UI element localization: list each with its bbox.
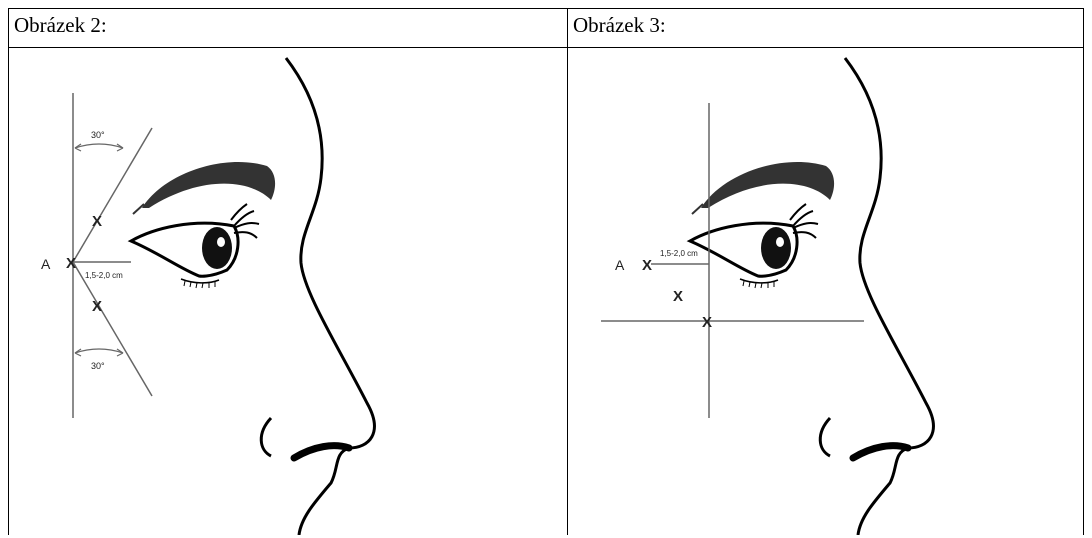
face-profile — [284, 57, 376, 535]
figure-table: Obrázek 2: Obrázek 3: — [8, 8, 1084, 535]
figure-2-cell: X X X A 1,5-2,0 cm 30° 30° — [8, 47, 568, 535]
marker-x-lower: X — [92, 298, 102, 315]
eyebrow — [142, 162, 276, 208]
marker-x-a: X — [66, 255, 76, 272]
marker-x-middle: X — [673, 288, 683, 305]
distance-label: 1,5-2,0 cm — [660, 249, 698, 258]
figure-3-illustration: X X X A 1,5-2,0 cm — [601, 57, 935, 535]
eye — [127, 203, 260, 289]
eyebrow — [701, 162, 835, 208]
face-profile — [843, 57, 935, 535]
marker-x-upper: X — [92, 213, 102, 230]
point-a-label: A — [615, 257, 625, 273]
lower-angle-arc — [74, 348, 124, 354]
nostril — [818, 416, 832, 458]
marker-x-intersection: X — [702, 314, 712, 331]
marker-x-a: X — [642, 257, 652, 274]
upper-angle-arc — [74, 143, 124, 149]
figure-2-caption: Obrázek 2: — [8, 8, 568, 48]
lower-30deg-line — [72, 261, 153, 397]
upper-angle-label: 30° — [91, 130, 105, 140]
figure-2-illustration: X X X A 1,5-2,0 cm 30° 30° — [41, 57, 376, 535]
figure-3-cell: X X X A 1,5-2,0 cm — [567, 47, 1084, 535]
eye — [686, 203, 819, 289]
upper-30deg-line — [72, 127, 153, 263]
distance-label: 1,5-2,0 cm — [85, 271, 123, 280]
lower-angle-label: 30° — [91, 361, 105, 371]
figure-3-caption: Obrázek 3: — [567, 8, 1084, 48]
point-a-label: A — [41, 256, 51, 272]
mouth — [290, 442, 353, 462]
mouth — [849, 442, 912, 462]
nostril — [259, 416, 273, 458]
